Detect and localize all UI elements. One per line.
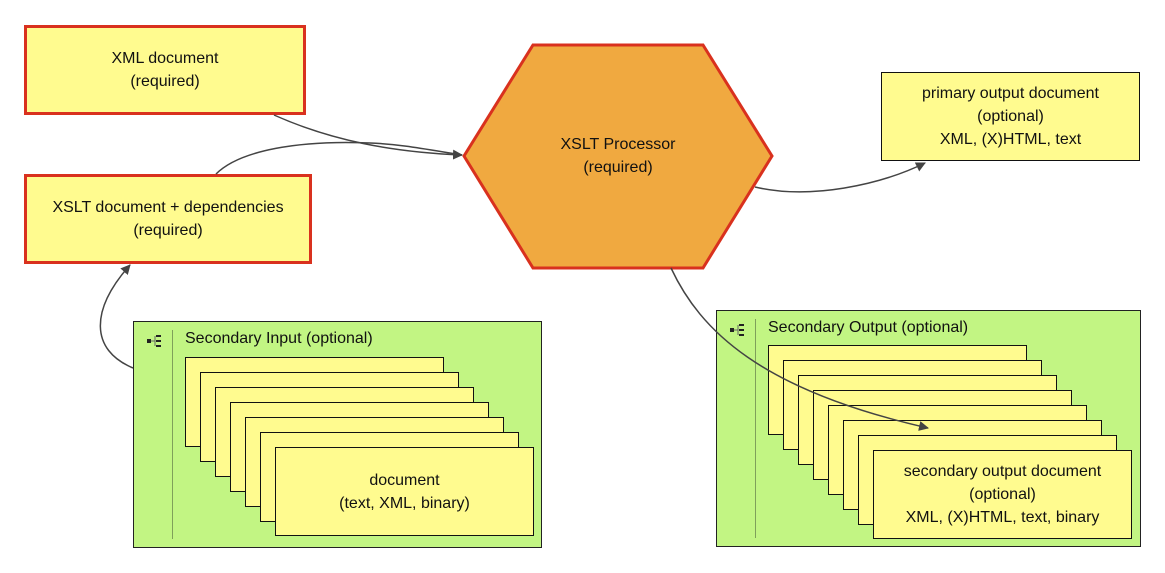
edge-secondary-input-to-xslt xyxy=(99,264,134,369)
secondary-output-group[interactable]: Secondary Output (optional) secondary ou… xyxy=(716,310,1141,547)
secondary-document-formats: XML, (X)HTML, text, binary xyxy=(905,509,1100,526)
xslt-document-note: (required) xyxy=(133,222,203,239)
group-divider xyxy=(755,319,756,538)
edge-xml-to-processor xyxy=(273,114,463,160)
secondary-output-title: Secondary Output (optional) xyxy=(768,319,969,336)
secondary-document-title: secondary output document xyxy=(903,463,1102,480)
edge-xslt-to-processor xyxy=(215,141,463,175)
xslt-document-node[interactable]: XSLT document + dependencies (required) xyxy=(24,174,312,264)
collection-icon xyxy=(147,335,161,347)
secondary-input-group[interactable]: Secondary Input (optional) document (text… xyxy=(133,321,542,548)
document-sheet-front[interactable]: document (text, XML, binary) xyxy=(275,447,534,536)
xml-document-title: XML document xyxy=(111,50,219,67)
collection-icon xyxy=(730,324,744,336)
processor-node[interactable]: XSLT Processor (required) xyxy=(520,120,716,192)
processor-title: XSLT Processor xyxy=(560,136,676,153)
document-sheet-front[interactable]: secondary output document (optional) XML, … xyxy=(873,450,1132,539)
group-divider xyxy=(172,330,173,539)
primary-output-formats: XML, (X)HTML, text xyxy=(939,131,1082,148)
primary-output-title: primary output document xyxy=(922,85,1099,102)
document-formats: (text, XML, binary) xyxy=(339,494,470,512)
xslt-document-title: XSLT document + dependencies xyxy=(52,199,284,216)
primary-output-node[interactable]: primary output document (optional) XML, … xyxy=(881,72,1140,161)
xml-document-node[interactable]: XML document (required) xyxy=(24,25,306,115)
edge-processor-to-primary-output xyxy=(754,162,926,193)
primary-output-note: (optional) xyxy=(977,108,1044,125)
xml-document-note: (required) xyxy=(130,73,200,90)
document-title: document xyxy=(369,471,440,489)
secondary-input-title: Secondary Input (optional) xyxy=(185,330,373,347)
secondary-document-note: (optional) xyxy=(969,486,1036,503)
processor-note: (required) xyxy=(583,159,653,176)
